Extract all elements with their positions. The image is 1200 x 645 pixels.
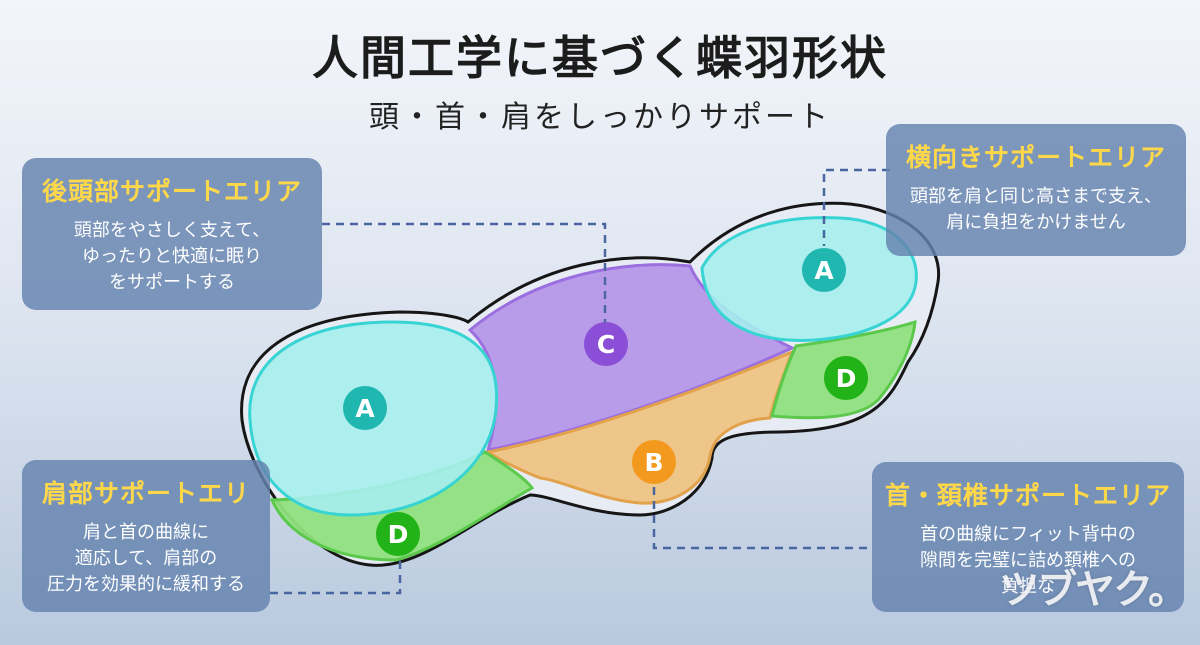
callout-back-head-line: 頭部をやさしく支えて、: [73, 220, 271, 241]
connector-shoulder: [270, 556, 402, 595]
callout-neck: 首・頚椎サポートエリア 首の曲線にフィット背中の 隙間を完璧に詰め頚椎への 負担…: [872, 462, 1184, 612]
marker-c: C: [584, 322, 628, 366]
marker-a-left: A: [343, 386, 387, 430]
connector-neck: [652, 487, 872, 550]
marker-a-left-label: A: [355, 394, 375, 423]
callout-side-line: 頭部を肩と同じ高さまで支え、: [910, 186, 1162, 207]
marker-d-right-label: D: [836, 364, 857, 393]
callout-side-line: 肩に負担をかけません: [946, 212, 1126, 233]
callout-side: 横向きサポートエリア 頭部を肩と同じ高さまで支え、 肩に負担をかけません: [886, 124, 1186, 256]
zone-b-neck-cervical: [484, 349, 795, 505]
callout-shoulder: 肩部サポートエリ 肩と首の曲線に 適応して、肩部の 圧力を効果的に緩和する: [22, 460, 270, 612]
marker-a-right-label: A: [814, 256, 834, 285]
callout-neck-heading: 首・頚椎サポートエリア: [884, 481, 1171, 510]
callout-shoulder-heading: 肩部サポートエリ: [41, 479, 250, 508]
callout-shoulder-body: 肩と首の曲線に 適応して、肩部の 圧力を効果的に緩和する: [34, 520, 258, 598]
marker-b: B: [632, 440, 676, 484]
marker-d-right: D: [824, 356, 868, 400]
callout-back-head-line: をサポートする: [109, 272, 235, 293]
callout-neck-body: 首の曲線にフィット背中の 隙間を完璧に詰め頚椎への 負担な: [884, 522, 1172, 600]
callout-neck-line: 首の曲線にフィット背中の: [920, 524, 1136, 545]
watermark-logo: ツブヤク。: [999, 567, 1188, 613]
callout-neck-line: 隙間を完璧に詰め頚椎への: [920, 550, 1136, 571]
callout-back-head-heading: 後頭部サポートエリア: [41, 177, 302, 206]
callout-shoulder-line: 肩と首の曲線に: [83, 522, 209, 543]
callout-back-head: 後頭部サポートエリア 頭部をやさしく支えて、 ゆったりと快適に眠り をサポートす…: [22, 158, 322, 310]
marker-c-label: C: [597, 330, 615, 359]
marker-d-left-label: D: [388, 520, 409, 549]
callout-back-head-line: ゆったりと快適に眠り: [82, 246, 262, 267]
connector-back-head: [322, 222, 607, 330]
callout-side-heading: 横向きサポートエリア: [905, 143, 1166, 172]
marker-a-right: A: [802, 248, 846, 292]
connector-lines: [270, 168, 890, 595]
marker-b-label: B: [644, 448, 663, 477]
connector-side: [822, 168, 890, 246]
page-subtitle: 頭・首・肩をしっかりサポート: [369, 100, 831, 135]
callout-shoulder-line: 圧力を効果的に緩和する: [47, 574, 245, 595]
page-title: 人間工学に基づく蝶羽形状: [312, 31, 888, 85]
callout-back-head-body: 頭部をやさしく支えて、 ゆったりと快適に眠り をサポートする: [34, 218, 310, 296]
marker-d-left: D: [376, 512, 420, 556]
callout-shoulder-line: 適応して、肩部の: [74, 548, 218, 569]
callout-neck-line: 負担な: [1001, 576, 1055, 597]
callout-side-body: 頭部を肩と同じ高さまで支え、 肩に負担をかけません: [898, 184, 1174, 236]
